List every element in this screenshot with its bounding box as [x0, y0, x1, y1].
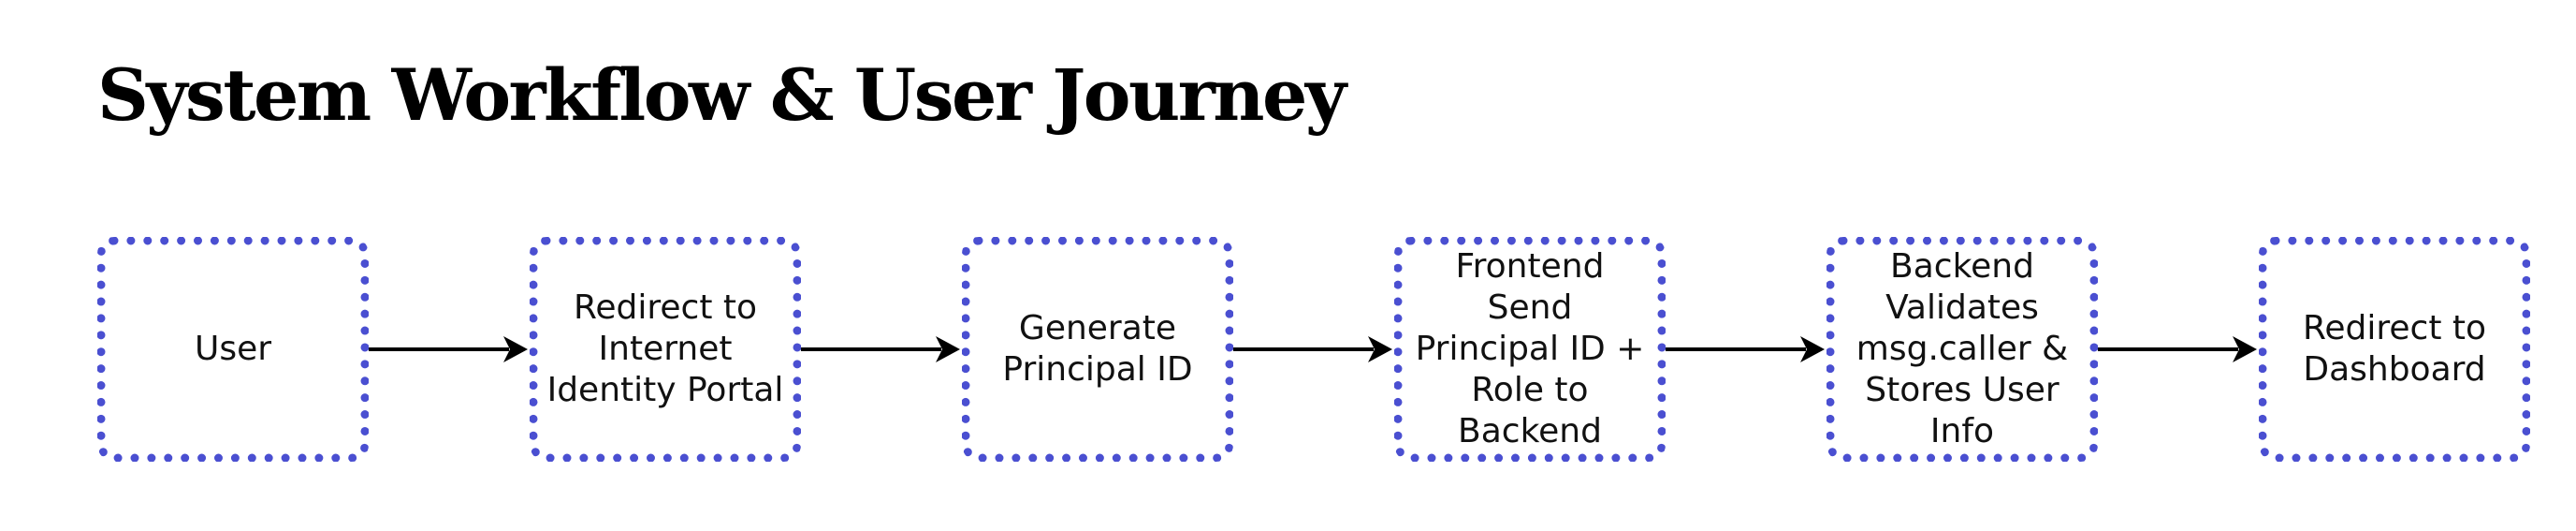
diagram-title: System Workflow & User Journey	[97, 53, 1346, 137]
node-redirect-dashboard: Redirect to Dashboard	[2259, 237, 2530, 462]
node-generate-principal-id: Generate Principal ID	[962, 237, 1233, 462]
node-frontend-send: Frontend Send Principal ID + Role to Bac…	[1394, 237, 1666, 462]
node-user: User	[97, 237, 369, 462]
arrow-user-to-redirect	[369, 331, 530, 368]
node-label: User	[194, 330, 272, 368]
arrow-frontend-to-backend	[1666, 331, 1826, 368]
node-label: Generate Principal ID	[1002, 309, 1193, 389]
node-label: Frontend Send Principal ID + Role to Bac…	[1415, 247, 1645, 450]
node-redirect-internet-identity: Redirect to Internet Identity Portal	[530, 237, 801, 462]
node-label: Backend Validates msg.caller & Stores Us…	[1856, 247, 2069, 450]
node-backend-validates: Backend Validates msg.caller & Stores Us…	[1826, 237, 2098, 462]
node-label: Redirect to Dashboard	[2302, 309, 2487, 389]
arrow-backend-to-dashboard	[2098, 331, 2259, 368]
arrow-generate-to-frontend	[1233, 331, 1394, 368]
node-label: Redirect to Internet Identity Portal	[546, 288, 784, 409]
arrow-redirect-to-generate	[801, 331, 962, 368]
